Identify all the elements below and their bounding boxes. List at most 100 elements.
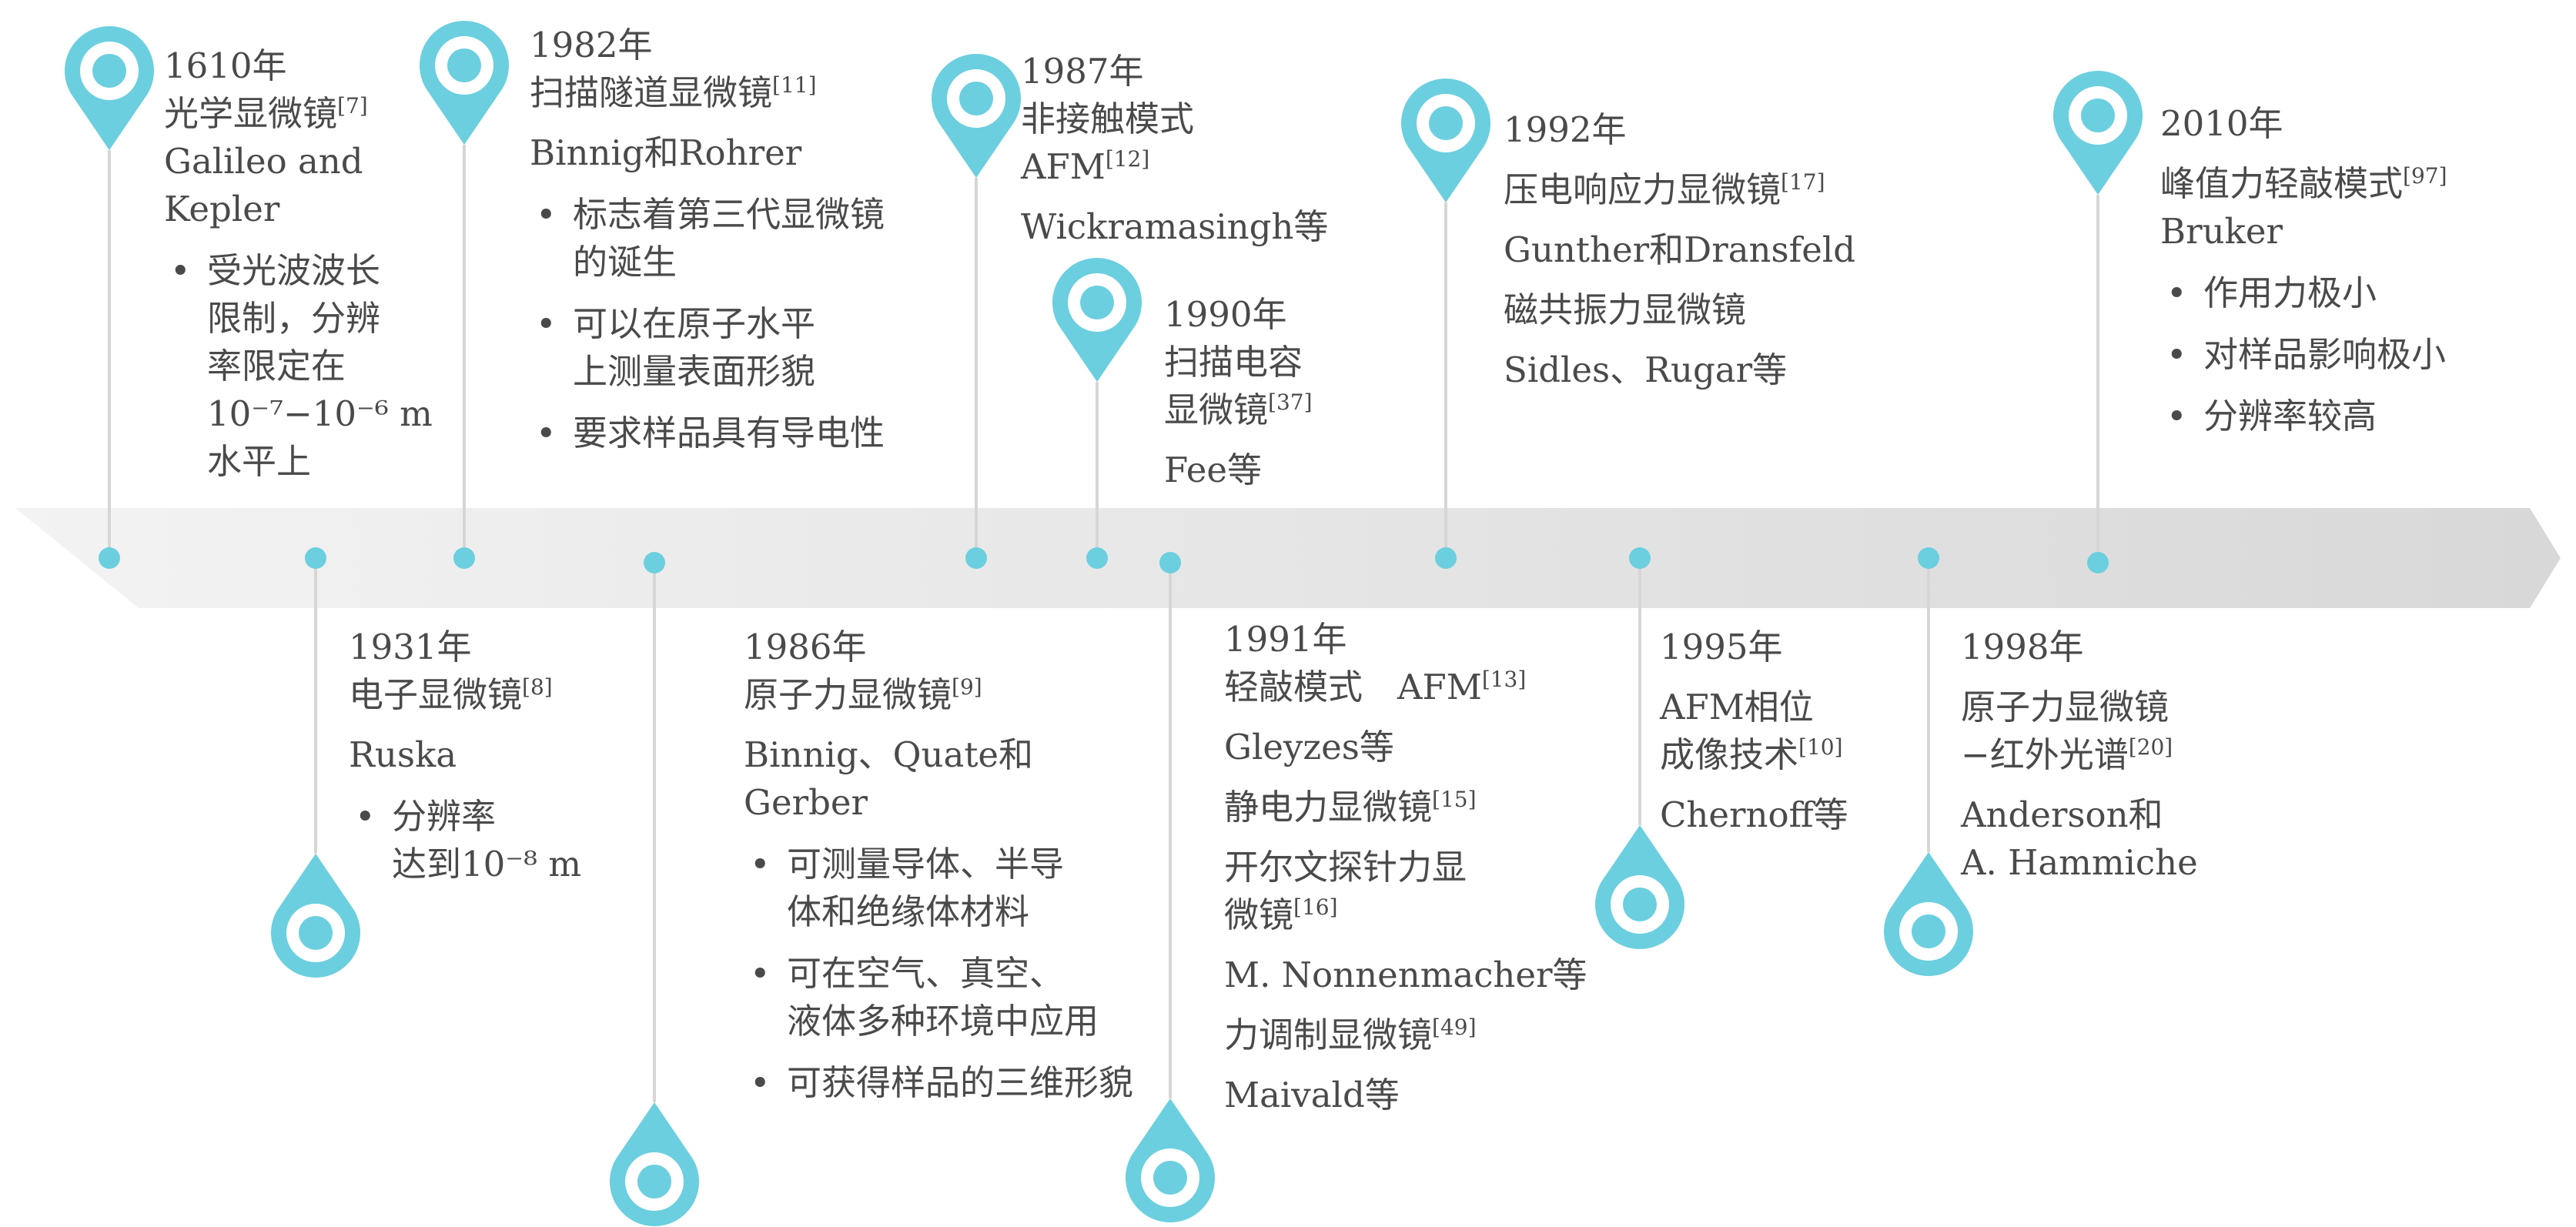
citation: [7] bbox=[337, 93, 368, 119]
citation: [8] bbox=[522, 674, 553, 700]
event-line: AFM[12] bbox=[1021, 146, 1150, 187]
event-line: Anderson和 bbox=[1961, 794, 2163, 835]
event-line: 磁共振力显微镜 bbox=[1504, 289, 1747, 330]
event-bullets: 标志着第三代显微镜的诞生可以在原子水平上测量表面形貌要求样品具有导电性 bbox=[530, 191, 885, 457]
event-year: 1986年 bbox=[744, 627, 867, 667]
citation: [10] bbox=[1798, 734, 1843, 760]
map-pin-icon bbox=[420, 21, 509, 145]
event-line: M. Nonnenmacher等 bbox=[1224, 955, 1587, 995]
timeline-dot bbox=[305, 547, 326, 569]
event-line: 光学显微镜[7] bbox=[164, 93, 368, 134]
event-line: 静电力显微镜[15] bbox=[1224, 787, 1477, 827]
event-year: 1931年 bbox=[349, 627, 472, 667]
timeline-dot bbox=[644, 552, 665, 573]
event-line: 扫描隧道显微镜[11] bbox=[530, 72, 817, 113]
citation: [11] bbox=[772, 72, 817, 98]
event-line: 原子力显微镜[9] bbox=[744, 674, 982, 715]
map-pin-icon bbox=[610, 1102, 700, 1226]
bullet-item: 分辨率较高 bbox=[2160, 393, 2447, 440]
bullet-item: 作用力极小 bbox=[2160, 269, 2447, 317]
event-line: Binnig、Quate和 bbox=[744, 734, 1034, 775]
bullet-item: 要求样品具有导电性 bbox=[530, 410, 885, 457]
timeline-dot bbox=[1086, 547, 1108, 569]
event-year: 1610年 bbox=[164, 45, 287, 86]
timeline-dot bbox=[1159, 552, 1181, 573]
event-line: Ruska bbox=[349, 734, 457, 775]
bullet-item: 可获得样品的三维形貌 bbox=[744, 1059, 1133, 1107]
event-line: 显微镜[37] bbox=[1164, 389, 1313, 430]
map-pin-icon bbox=[271, 854, 360, 978]
event-1998: 1998年原子力显微镜 −红外光谱[20] Anderson和 A. Hammiche bbox=[1961, 624, 2198, 887]
event-year: 2010年 bbox=[2160, 103, 2283, 144]
citation: [20] bbox=[2128, 734, 2173, 760]
bullet-item: 对样品影响极小 bbox=[2160, 331, 2447, 379]
event-line: 成像技术[10] bbox=[1660, 734, 1843, 775]
citation: [12] bbox=[1105, 146, 1150, 172]
timeline-arrow bbox=[15, 508, 2561, 608]
map-pin-icon bbox=[2052, 70, 2143, 195]
event-line: Kepler bbox=[164, 189, 280, 229]
event-line: 开尔文探针力显 bbox=[1224, 847, 1467, 888]
timeline-dot bbox=[1918, 547, 1939, 569]
timeline-dot bbox=[99, 547, 120, 569]
event-year: 1991年 bbox=[1224, 619, 1347, 660]
timeline-dot bbox=[1435, 547, 1457, 569]
bullet-item: 可在空气、真空、液体多种环境中应用 bbox=[744, 950, 1133, 1045]
event-1990: 1990年扫描电容显微镜[37] Fee等 bbox=[1164, 291, 1313, 494]
timeline-dot bbox=[2087, 552, 2109, 573]
citation: [9] bbox=[952, 674, 982, 700]
event-line: AFM相位 bbox=[1660, 687, 1814, 727]
event-line: 电子显微镜[8] bbox=[349, 674, 553, 715]
event-line: 原子力显微镜 bbox=[1961, 687, 2170, 727]
event-line: 峰值力轻敲模式[97] bbox=[2160, 163, 2447, 204]
event-1982: 1982年扫描隧道显微镜[11]Binnig和Rohrer标志着第三代显微镜的诞… bbox=[530, 22, 885, 471]
timeline-dot bbox=[453, 547, 475, 569]
event-line: 扫描电容 bbox=[1164, 342, 1303, 383]
citation: [49] bbox=[1432, 1015, 1477, 1040]
event-line: 力调制显微镜[49] bbox=[1224, 1015, 1477, 1055]
map-pin-icon bbox=[1594, 825, 1684, 950]
event-1991: 1991年轻敲模式 AFM[13] Gleyzes等静电力显微镜[15] 开尔文探针… bbox=[1224, 616, 1587, 1119]
map-pin-icon bbox=[65, 26, 154, 150]
event-year: 1987年 bbox=[1021, 51, 1144, 92]
citation: [97] bbox=[2403, 163, 2447, 189]
event-line: Bruker bbox=[2160, 211, 2283, 252]
timeline-dot bbox=[965, 547, 987, 569]
event-line: A. Hammiche bbox=[1961, 842, 2198, 883]
event-line: Maivald等 bbox=[1224, 1075, 1400, 1115]
citation: [15] bbox=[1432, 787, 1477, 812]
event-line: −红外光谱[20] bbox=[1961, 734, 2173, 775]
event-line: 轻敲模式 AFM[13] bbox=[1224, 667, 1527, 707]
event-line: Galileo and bbox=[164, 141, 363, 182]
event-line: Fee等 bbox=[1164, 450, 1263, 490]
event-line: Chernoff等 bbox=[1660, 794, 1848, 835]
event-line: Gunther和Dransfeld bbox=[1504, 229, 1856, 270]
event-line: Gerber bbox=[744, 782, 868, 823]
event-year: 1990年 bbox=[1164, 294, 1287, 335]
event-line: 压电响应力显微镜[17] bbox=[1504, 169, 1825, 210]
map-pin-icon bbox=[1126, 1098, 1215, 1222]
event-line: 微镜[16] bbox=[1224, 894, 1338, 935]
map-pin-icon bbox=[1052, 258, 1142, 382]
event-bullets: 作用力极小对样品影响极小分辨率较高 bbox=[2160, 269, 2447, 440]
event-line: Wickramasingh等 bbox=[1021, 206, 1329, 247]
citation: [13] bbox=[1481, 667, 1527, 692]
event-line: Gleyzes等 bbox=[1224, 727, 1394, 767]
event-year: 1998年 bbox=[1961, 627, 2084, 667]
citation: [17] bbox=[1781, 169, 1825, 195]
event-line: Sidles、Rugar等 bbox=[1504, 349, 1788, 390]
citation: [37] bbox=[1268, 389, 1313, 415]
